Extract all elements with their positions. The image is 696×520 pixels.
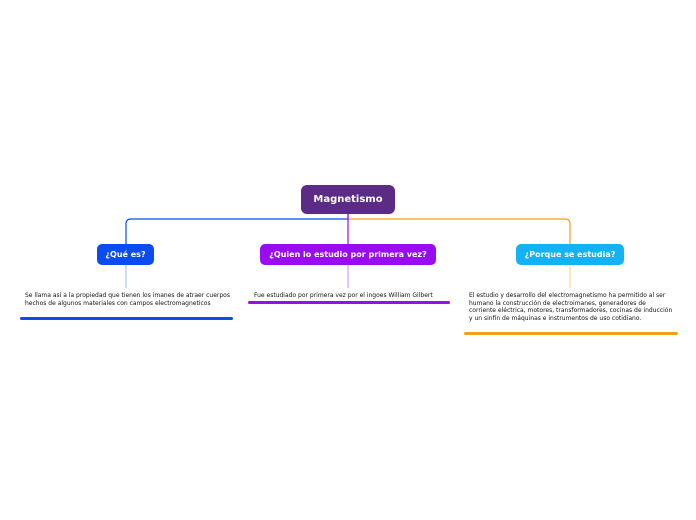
note-porque-se-estudia[interactable]: El estudio y desarrollo del electromagne… [469, 292, 673, 322]
connector-root-topic-3 [348, 218, 571, 244]
topic-node-porque-se-estudia[interactable]: ¿Porque se estudia? [516, 244, 624, 265]
root-node-magnetismo[interactable]: Magnetismo [301, 185, 395, 214]
note-underline-que-es [20, 317, 233, 320]
note-quien-lo-estudio[interactable]: Fue estudiado por primera vez por el ing… [254, 292, 433, 299]
note-underline-quien-lo-estudio [248, 301, 450, 304]
root-node-label: Magnetismo [313, 194, 383, 205]
topic-node-label: ¿Quien lo estudio por primera vez? [269, 250, 427, 259]
connector-root-topic-1 [125, 214, 349, 244]
note-underline-porque-se-estudia [464, 332, 678, 335]
topic-node-label: ¿Qué es? [105, 250, 146, 259]
topic-node-label: ¿Porque se estudia? [524, 250, 616, 259]
note-que-es[interactable]: Se llama así a la propiedad que tienen l… [25, 292, 230, 307]
topic-node-que-es[interactable]: ¿Qué es? [97, 244, 154, 265]
topic-node-quien-lo-estudio[interactable]: ¿Quien lo estudio por primera vez? [260, 244, 436, 265]
